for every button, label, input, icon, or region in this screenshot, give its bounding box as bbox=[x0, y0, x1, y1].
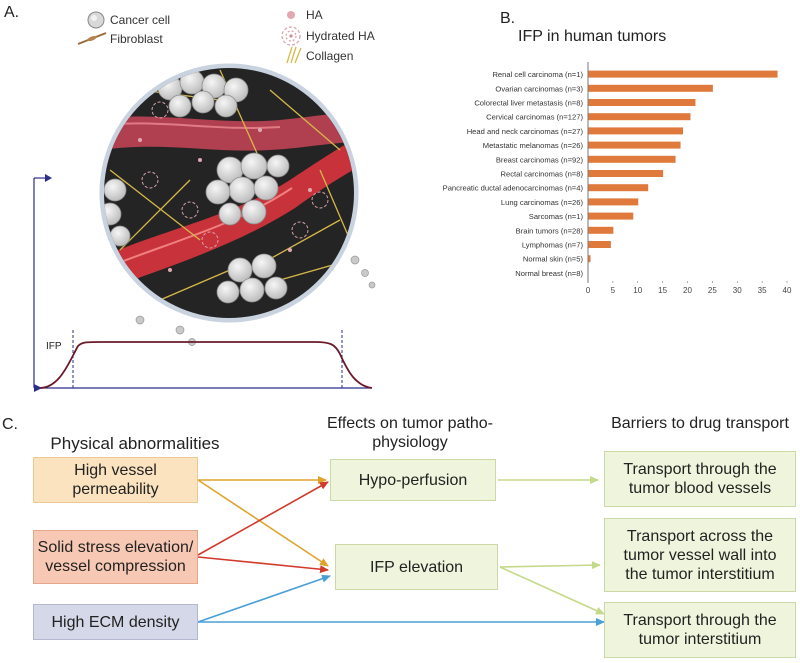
bar bbox=[588, 184, 649, 192]
chart-title: IFP in human tumors bbox=[518, 28, 667, 45]
panel-c-label: C. bbox=[2, 416, 18, 433]
bar bbox=[588, 212, 634, 220]
bar bbox=[588, 198, 639, 206]
barrier-vessel-wall: Transport across the tumor vessel wall i… bbox=[604, 518, 796, 592]
arrow-ifp-to-interstitium bbox=[499, 566, 605, 615]
cause-solid-stress: Solid stress elevation/ vessel compressi… bbox=[33, 530, 198, 584]
effect-ifp-elevation: IFP elevation bbox=[335, 544, 498, 590]
category-label: Lung carcinomas (n=26) bbox=[501, 198, 584, 207]
bar bbox=[588, 170, 664, 177]
category-label: Brain tumors (n=28) bbox=[516, 226, 584, 235]
category-label: Ovarian carcinomas (n=3) bbox=[495, 84, 583, 93]
x-tick-label: 30 bbox=[733, 286, 742, 295]
bar bbox=[588, 127, 684, 135]
arrow-ecm-to-ifp bbox=[197, 574, 331, 623]
panel-b-label: B. bbox=[500, 10, 516, 27]
effect-hypo-perfusion: Hypo-perfusion bbox=[330, 459, 496, 501]
x-tick-label: 10 bbox=[633, 286, 642, 295]
legend-cancer-cell: Cancer cell bbox=[110, 13, 171, 27]
arrow-ifp-to-vessel-wall bbox=[499, 561, 601, 570]
legend-fibroblast: Fibroblast bbox=[110, 32, 163, 46]
ha-icon bbox=[284, 8, 298, 22]
fibroblast-icon bbox=[76, 30, 108, 46]
arrow-permeability-to-ifp bbox=[197, 479, 329, 567]
barrier-blood-vessels: Transport through the tumor blood vessel… bbox=[604, 451, 796, 507]
physical-abnormalities-header: Physical abnormalities bbox=[50, 434, 220, 453]
category-label: Colorectal liver metastasis (n=8) bbox=[474, 99, 583, 108]
category-label: Renal cell carcinoma (n=1) bbox=[492, 70, 583, 79]
legend-hydrated-ha: Hydrated HA bbox=[306, 29, 375, 43]
category-label: Breast carcinomas (n=92) bbox=[496, 155, 584, 164]
category-label: Rectal carcinomas (n=8) bbox=[500, 170, 583, 179]
bar bbox=[588, 99, 696, 106]
category-label: Sarcomas (n=1) bbox=[529, 212, 584, 221]
x-tick-label: 20 bbox=[683, 286, 692, 295]
collagen-icon bbox=[284, 46, 304, 64]
effects-header: Effects on tumor patho-physiology bbox=[326, 415, 493, 451]
x-tick-label: 5 bbox=[611, 286, 616, 295]
category-label: Cervical carcinomas (n=127) bbox=[486, 113, 583, 122]
bar bbox=[588, 155, 676, 163]
category-label: Normal skin (n=5) bbox=[523, 255, 584, 264]
category-label: Normal breast (n=8) bbox=[515, 269, 583, 278]
x-tick-label: 15 bbox=[658, 286, 667, 295]
ifp-profile-curve bbox=[39, 341, 373, 389]
panel-a-label: A. bbox=[4, 4, 20, 21]
ifp-profile-plot bbox=[33, 174, 373, 392]
bar bbox=[588, 70, 778, 78]
x-tick-label: 40 bbox=[783, 286, 792, 295]
cause-ecm-density: High ECM density bbox=[33, 604, 198, 640]
legend-ha: HA bbox=[306, 8, 323, 22]
ifp-bar-chart: Renal cell carcinoma (n=1) Ovarian carcin… bbox=[443, 62, 792, 295]
bar bbox=[588, 113, 691, 121]
ifp-profile-label: IFP bbox=[46, 341, 62, 352]
arrow-head-icon bbox=[45, 174, 52, 182]
bar bbox=[588, 255, 591, 263]
hydrated-ha-icon bbox=[280, 25, 302, 47]
cancer-cell-icon bbox=[86, 10, 106, 30]
x-tick-label: 25 bbox=[708, 286, 717, 295]
barriers-header: Barriers to drug transport bbox=[611, 415, 789, 432]
bar bbox=[588, 141, 681, 149]
category-label: Pancreatic ductal adenocarcinomas (n=4) bbox=[443, 184, 584, 193]
bar bbox=[588, 241, 611, 248]
tumor-illustration bbox=[99, 63, 376, 346]
barrier-interstitium: Transport through the tumor interstitium bbox=[604, 602, 796, 658]
x-tick-label: 35 bbox=[758, 286, 767, 295]
legend-collagen: Collagen bbox=[306, 49, 354, 63]
category-label: Head and neck carcinomas (n=27) bbox=[467, 127, 584, 136]
arrow-stress-to-ifp bbox=[197, 556, 329, 574]
bar bbox=[588, 84, 713, 92]
cause-vessel-permeability: High vessel permeability bbox=[33, 457, 198, 503]
category-label: Metastatic melanomas (n=26) bbox=[483, 141, 584, 150]
x-tick-label: 0 bbox=[586, 286, 591, 295]
arrow-stress-to-hypoperfusion bbox=[197, 481, 329, 556]
bar bbox=[588, 226, 614, 234]
category-label: Lymphomas (n=7) bbox=[522, 241, 584, 250]
